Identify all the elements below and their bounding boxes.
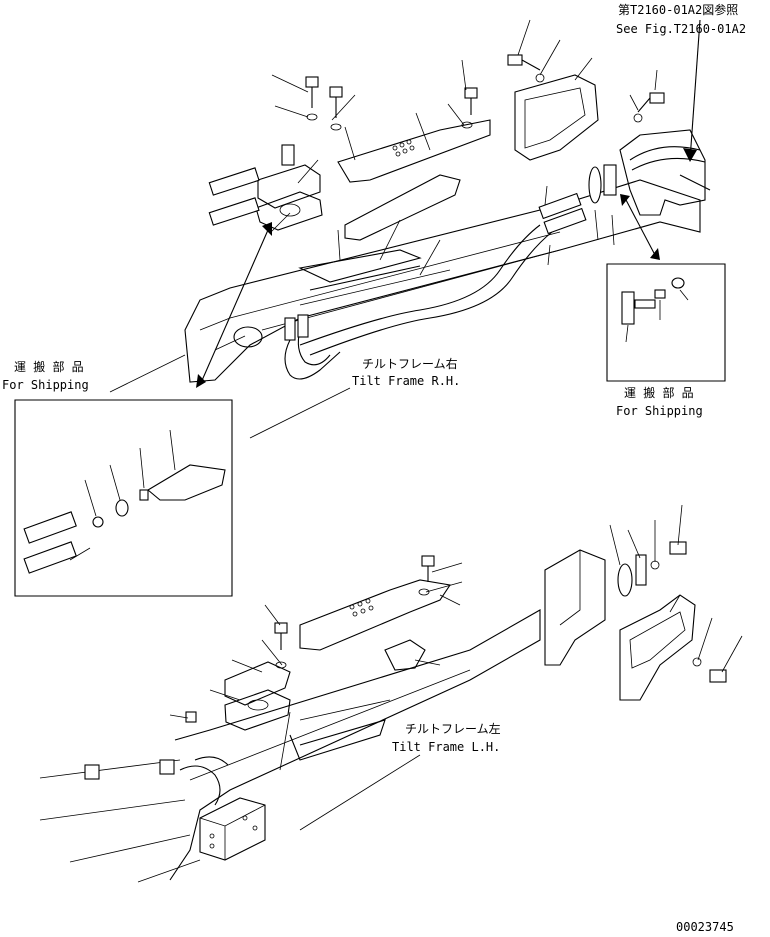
shipping-link-arrow-right [620,194,660,260]
tilt-frame-rh-en: Tilt Frame R.H. [352,374,460,388]
manifold-housing-lh [619,594,696,701]
tilt-frame-lh-body [169,609,541,881]
cover-plate-lh-lower [384,639,426,671]
label-leader-ship-left [109,354,186,393]
hose-rh [299,224,541,346]
label-leader-lh [299,754,421,831]
ref-label-en: See Fig.T2160-01A2 [616,22,746,36]
shipping-parts-box-right [606,263,726,382]
flange-plate-lh [224,661,291,706]
flange-block-rh [257,164,321,209]
shipping-link-arrow-left [196,222,272,388]
tilt-frame-lh-jp: チルトフレーム左 [405,721,501,736]
valve-block-lh [199,797,266,861]
ref-arrow [683,19,701,162]
cover-holes-lh [349,598,374,617]
frame-end-block [619,129,706,216]
manifold-cover [514,74,599,161]
tilt-frame-rh-assembly [184,19,711,388]
ref-label-jp: 第T2160-01A2図参照 [618,2,738,17]
shipping-label-right-en: For Shipping [616,404,703,418]
cover-holes-upper [392,139,415,157]
shipping-parts-box-left [14,399,233,597]
label-leader-rh [249,387,351,439]
tilt-frame-lh-en: Tilt Frame L.H. [392,740,500,754]
hose-fitting-rh-1 [538,192,587,235]
shipping-label-right-jp: 運 搬 部 品 [624,385,694,400]
hose-adapters-rh [208,144,295,226]
hose-fitting-rh-2 [284,314,309,341]
leader-lines-lower [169,504,743,771]
tilt-frame-lh-assembly [39,504,743,883]
cover-plate-upper [337,119,491,183]
shipping-label-left-en: For Shipping [2,378,89,392]
leader-lines-upper [269,19,658,276]
drawing-number: 00023745 [676,920,734,934]
tilt-frame-rh-jp: チルトフレーム右 [362,356,458,371]
tilt-frame-rh-body [184,179,701,383]
gasket-plate [298,249,422,283]
bolts-top-left [305,76,478,131]
frame-end-block-lh [544,549,606,666]
cover-plate-lower [344,174,461,241]
shipping-label-left-jp: 運 搬 部 品 [14,359,84,374]
cover-plate-lh-upper [299,579,451,651]
